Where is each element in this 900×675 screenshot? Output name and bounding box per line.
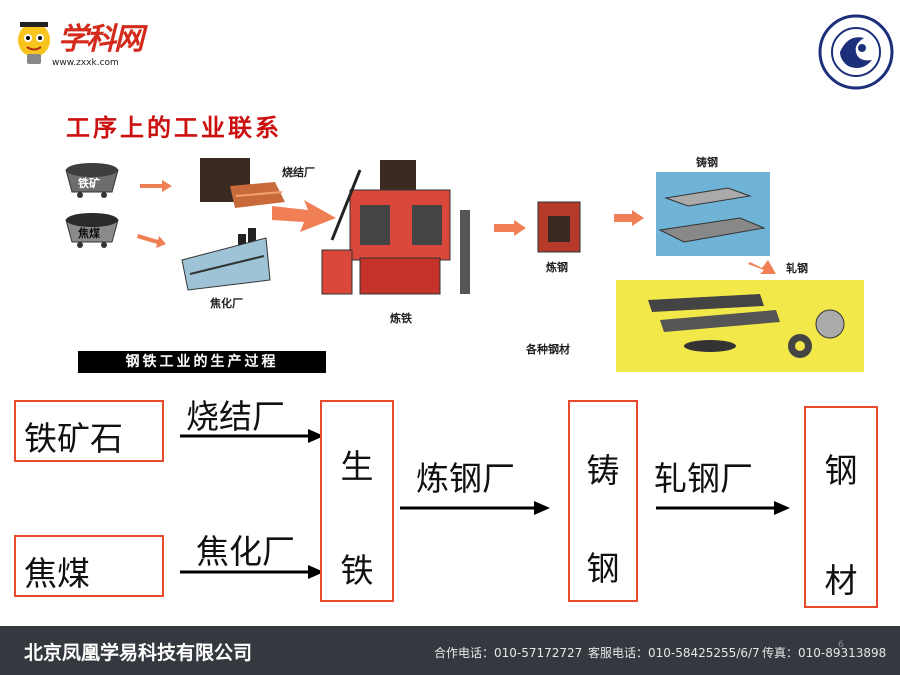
steel-products-char-2: 材 [824, 561, 858, 600]
footer-company-name: 北京凤凰学易科技有限公司 [24, 642, 253, 664]
school-seal-icon [818, 14, 894, 90]
steel-products-box: 钢 材 [804, 406, 878, 608]
rolling-mill-arrow-label: 轧钢厂 [654, 459, 753, 498]
ore-cart-icon [65, 163, 119, 198]
logo-url: www.zxxk.com [52, 58, 119, 68]
coking-plant-arrow-label: 焦化厂 [196, 532, 295, 571]
rolling-label: 轧钢 [786, 261, 808, 275]
iron-ore-label: 铁矿石 [24, 419, 123, 458]
coking-coal-box: 焦煤 [14, 535, 164, 597]
arrow-icon [272, 200, 336, 232]
cast-steel-char-1: 铸 [586, 451, 620, 490]
steelmaking-arrow-label: 炼钢厂 [416, 459, 515, 498]
arrow-icon [180, 429, 324, 443]
steel-process-illustration: 铁矿 焦煤 烧结厂 焦化厂 炼铁 炼钢 [65, 155, 864, 372]
arrow-icon [400, 501, 550, 515]
sinter-plant-arrow-label: 烧结厂 [186, 397, 285, 436]
arrow-icon [656, 501, 790, 515]
diagram-caption: 钢铁工业的生产过程 [78, 351, 326, 373]
pig-iron-char-1: 生 [340, 447, 374, 486]
arrow-icon [180, 565, 324, 579]
coking-coal-label: 焦煤 [24, 554, 90, 593]
cast-steel-box: 铸 钢 [568, 400, 638, 602]
cast-steel-panel [656, 172, 770, 256]
sinter-plant-icon [200, 158, 285, 208]
blast-furnace-icon [321, 160, 470, 295]
arrow-icon [614, 210, 644, 226]
coking-plant-label: 焦化厂 [209, 296, 243, 310]
logo-text: 学科网 [58, 22, 144, 57]
slide-title: 工序上的工业联系 [66, 114, 282, 142]
arrow-icon [494, 220, 526, 236]
ore-cart-label: 铁矿 [78, 176, 100, 190]
page-number: 6 [838, 640, 844, 650]
steel-products-char-1: 钢 [824, 451, 858, 490]
arrow-icon [140, 180, 172, 192]
footer-fax: 传真：010-89313898 [762, 646, 887, 660]
cast-steel-char-2: 钢 [586, 549, 620, 588]
arrow-icon [748, 260, 776, 274]
pig-iron-char-2: 铁 [340, 551, 374, 590]
footer-bar [0, 626, 900, 675]
logo-bulb-icon [18, 22, 50, 64]
steel-furnace-icon [537, 201, 581, 253]
footer-cooperation-phone: 合作电话：010-57172727 [434, 646, 583, 660]
products-label: 各种钢材 [525, 342, 570, 356]
iron-ore-box: 铁矿石 [14, 400, 164, 462]
footer-service-phone: 客服电话：010-58425255/6/7 [588, 646, 760, 660]
arrow-icon [137, 234, 166, 248]
pig-iron-box: 生 铁 [320, 400, 394, 602]
coking-plant-icon [181, 228, 271, 291]
coal-cart-icon [65, 213, 119, 248]
casting-label: 铸钢 [696, 155, 718, 169]
sinter-plant-label: 烧结厂 [282, 165, 315, 179]
coal-cart-label: 焦煤 [77, 226, 101, 240]
ironmaking-label: 炼铁 [390, 311, 412, 325]
steelmaking-label: 炼钢 [546, 260, 568, 274]
